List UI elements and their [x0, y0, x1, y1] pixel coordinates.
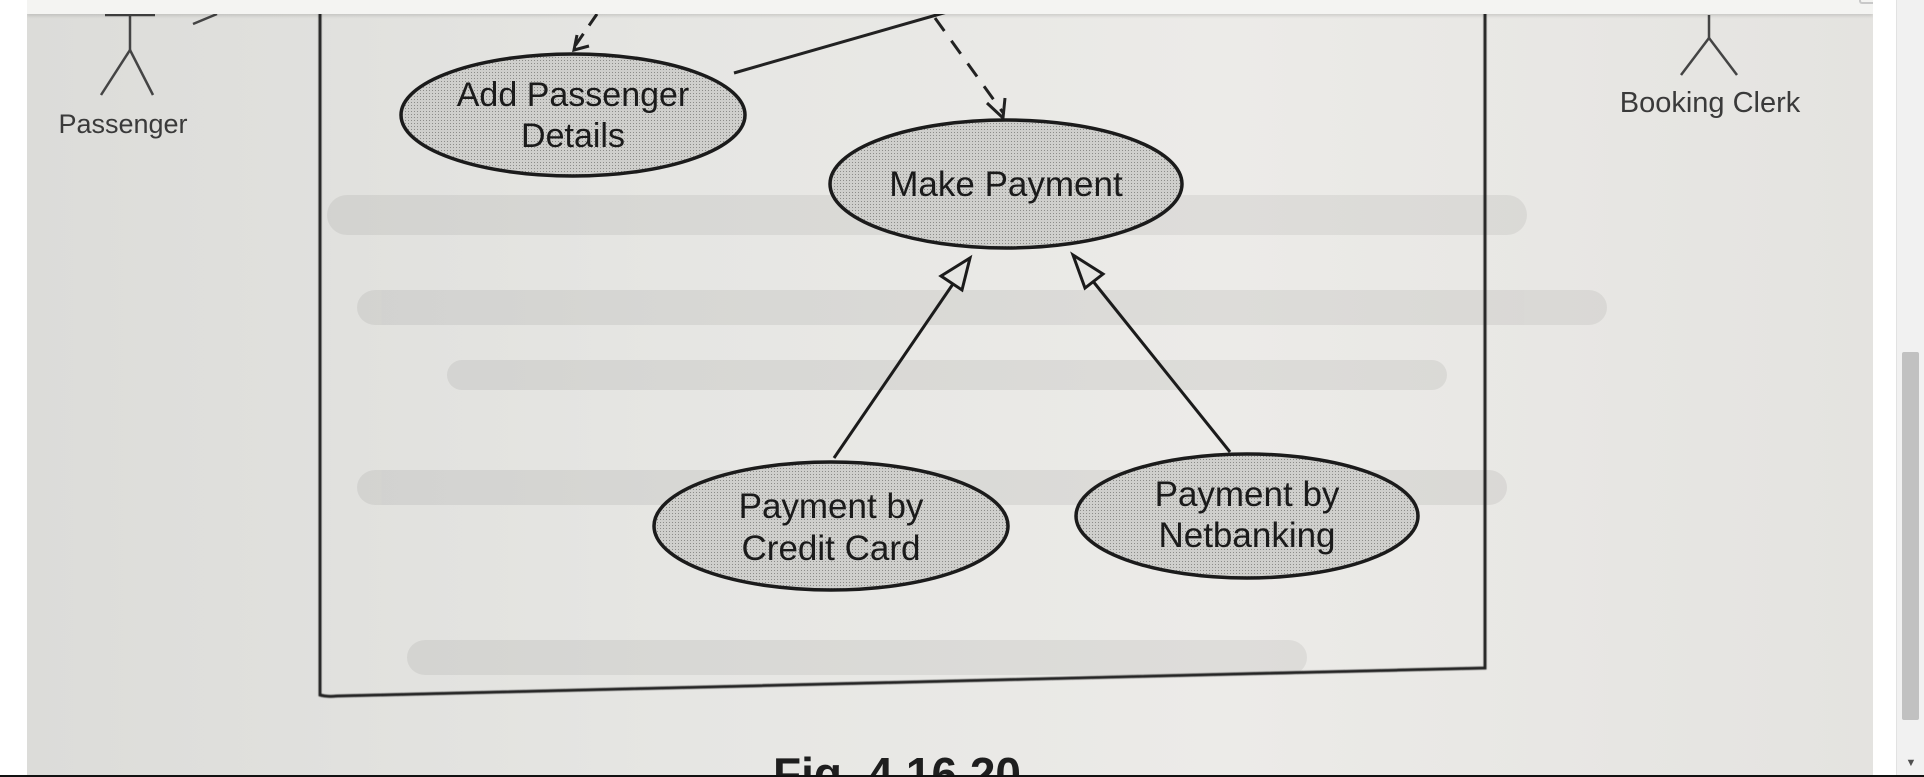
use-case-label: Credit Card — [742, 529, 921, 568]
figure-caption: Fig. 4.16.20 — [773, 748, 1021, 777]
triangle-down-icon[interactable]: ▼ — [1905, 757, 1917, 769]
association-line — [733, 10, 948, 75]
use-case-label: Payment by — [1155, 475, 1340, 514]
viewer-top-strip — [27, 0, 1873, 14]
use-case-label: Add Passenger — [457, 76, 690, 114]
vertical-scrollbar[interactable]: ▼ — [1896, 0, 1924, 777]
use-case-diagram: Passenger Booking Clerk — [58, 0, 1801, 777]
booking-clerk-label: Booking Clerk — [1620, 87, 1801, 119]
scrollbar-thumb[interactable] — [1902, 352, 1919, 720]
bottom-border — [0, 775, 1924, 777]
use-case-label: Netbanking — [1158, 516, 1335, 555]
use-case-label: Payment by — [739, 487, 924, 526]
system-boundary — [318, 0, 1487, 698]
use-case-label: Make Payment — [889, 165, 1123, 204]
include-arrow-make-payment — [933, 17, 1007, 122]
corner-icon — [1859, 0, 1873, 4]
include-arrow-add-passenger — [572, 13, 599, 53]
passenger-actor — [99, 12, 218, 96]
diagram-photo: Passenger Booking Clerk — [27, 0, 1873, 777]
use-case-label: Details — [521, 117, 625, 155]
generalization-netbanking — [1070, 251, 1232, 453]
generalization-credit-card — [832, 254, 973, 459]
use-case-payment-by-netbanking: Payment by Netbanking — [1074, 452, 1420, 580]
use-case-add-passenger-details: Add Passenger Details — [399, 52, 747, 178]
passenger-label: Passenger — [58, 109, 187, 139]
use-case-make-payment: Make Payment — [828, 118, 1184, 250]
use-case-payment-by-credit-card: Payment by Credit Card — [652, 460, 1010, 592]
booking-clerk-actor — [1680, 15, 1738, 76]
